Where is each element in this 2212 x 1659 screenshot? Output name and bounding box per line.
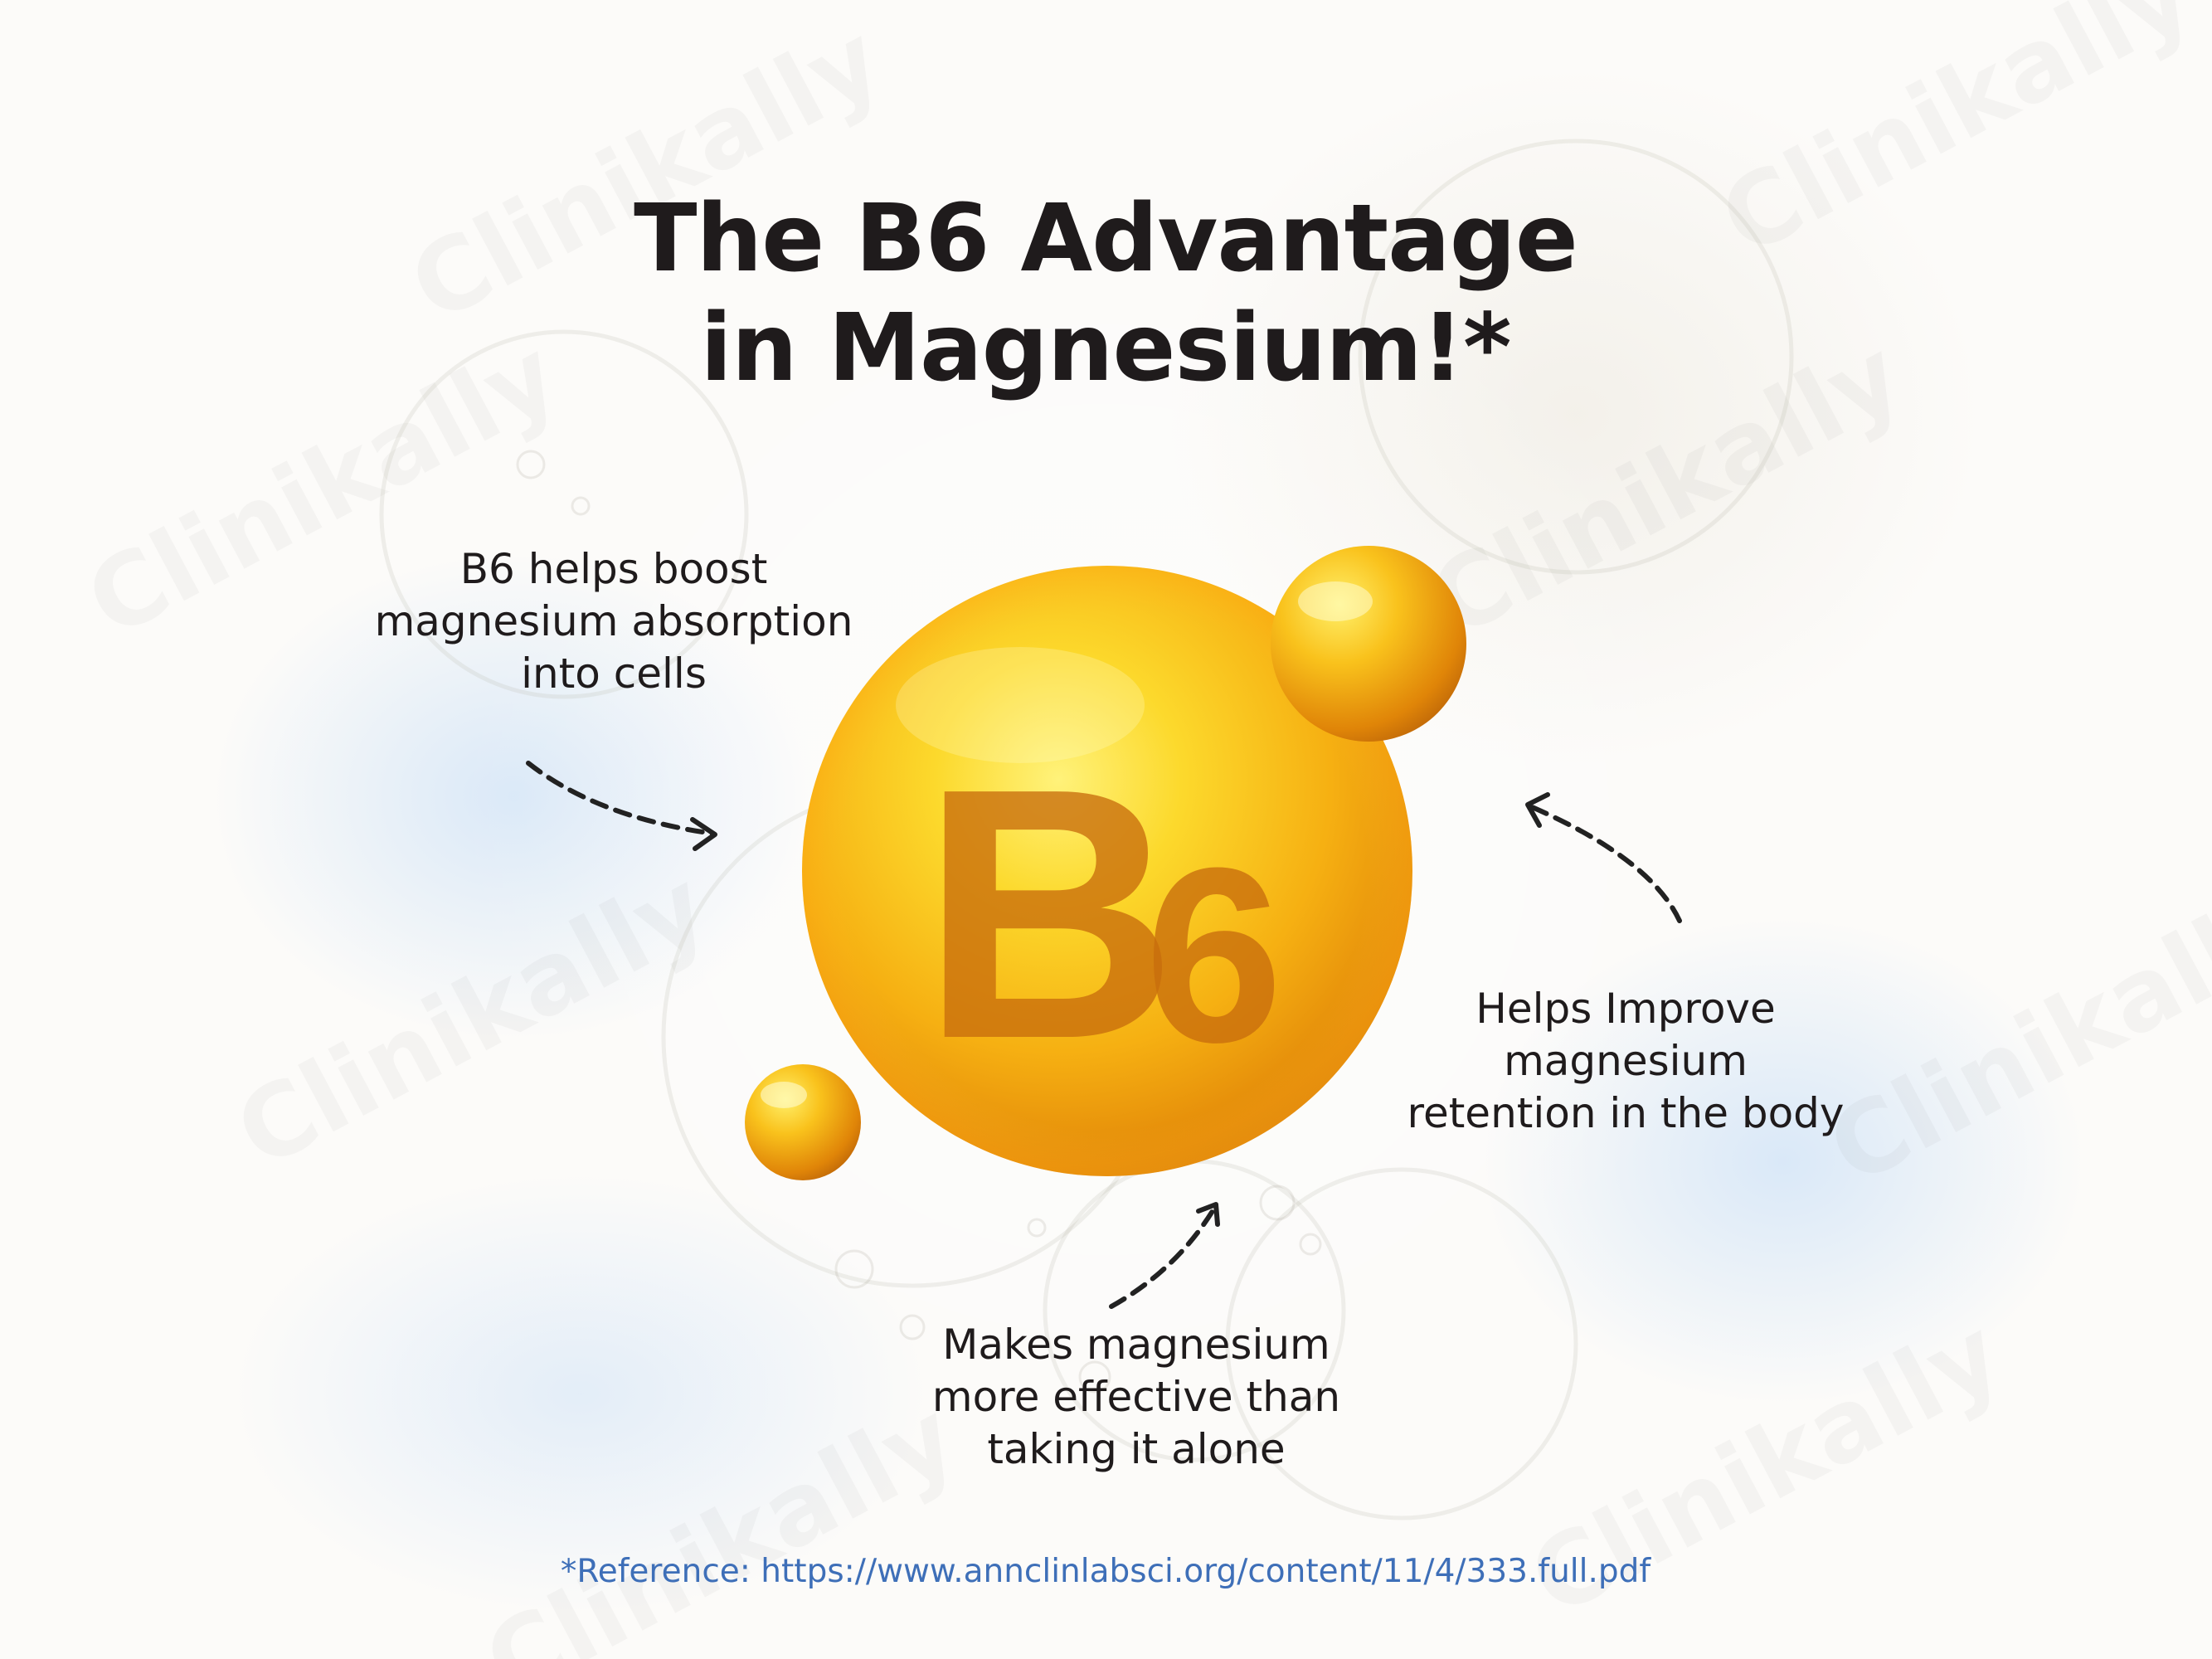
benefit-line: Makes magnesium (942, 1321, 1330, 1369)
title-line: in Magnesium!* (700, 294, 1511, 402)
dashed-arrow-icon (1109, 1204, 1218, 1309)
benefit-retention: Helps Improve magnesium retention in the… (1344, 983, 1908, 1140)
benefit-line: into cells (521, 649, 707, 698)
reference-link[interactable]: *Reference: https://www.annclinlabsci.or… (560, 1553, 1651, 1590)
top-droplet (1271, 546, 1466, 742)
vitamin-digit: 6 (1145, 815, 1283, 1094)
benefit-line: magnesium absorption (374, 597, 853, 645)
dashed-arrow-icon (1528, 804, 1682, 923)
vitamin-letter: B (921, 715, 1179, 1113)
benefit-absorption: B6 helps boost magnesium absorption into… (315, 543, 912, 700)
benefit-line: retention in the body (1407, 1089, 1845, 1137)
benefit-line: more effective than (931, 1373, 1341, 1421)
arrow-head (690, 817, 717, 851)
benefit-line: Helps Improve (1475, 985, 1776, 1033)
dashed-arrow-icon (526, 761, 716, 836)
vitamin-capsule-icon: B 6 (802, 566, 1412, 1176)
benefit-line: taking it alone (987, 1425, 1286, 1473)
benefit-line: magnesium (1504, 1037, 1748, 1085)
benefit-effectiveness: Makes magnesium more effective than taki… (871, 1319, 1402, 1476)
benefit-line: B6 helps boost (459, 545, 768, 593)
title-line: The B6 Advantage (634, 185, 1578, 293)
small-droplet (745, 1064, 861, 1180)
arrow-head (1525, 792, 1550, 828)
arrow-head (1196, 1202, 1220, 1227)
page-title: The B6 Advantage in Magnesium!* (442, 184, 1769, 403)
